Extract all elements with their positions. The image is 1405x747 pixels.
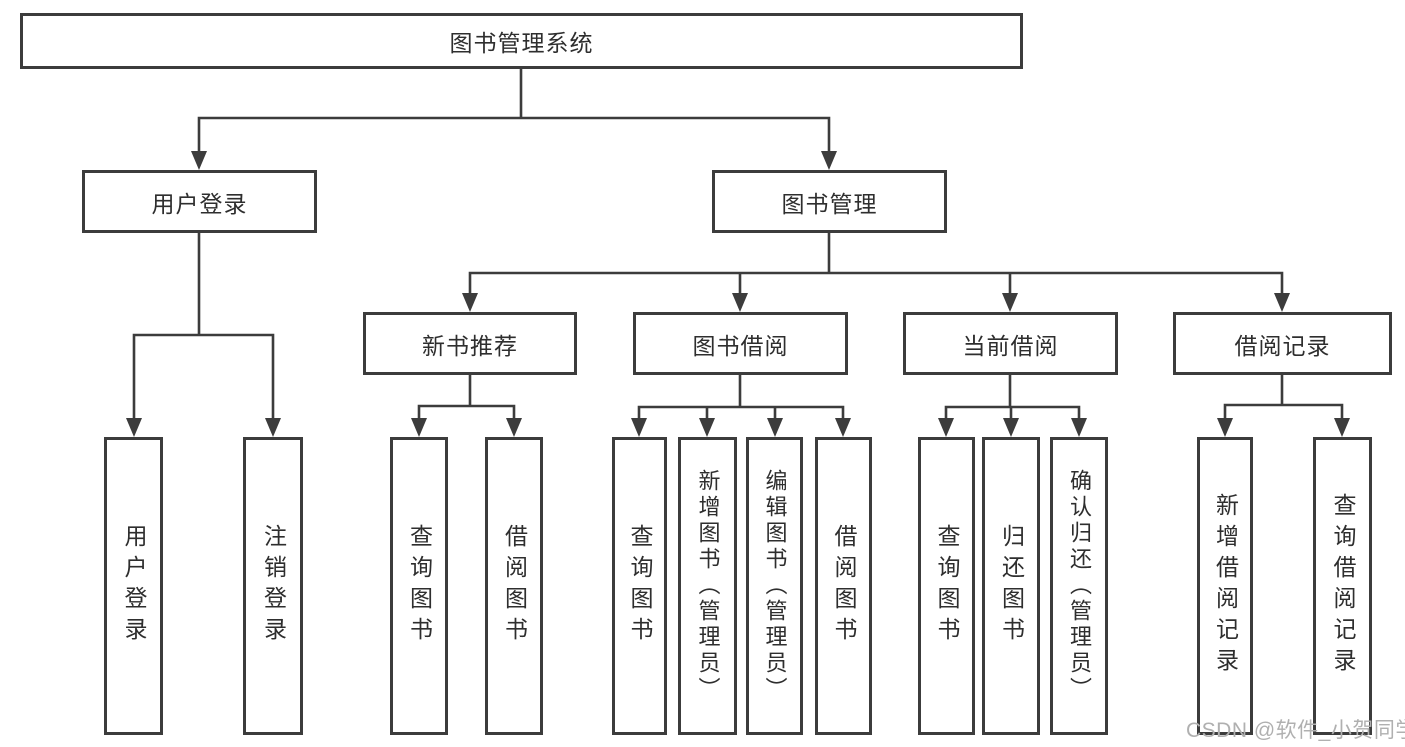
leaf-edit-book-admin-label: 编辑图书（管理员） (762, 469, 788, 703)
arrowhead-icon (1274, 293, 1290, 312)
arrowhead-icon (1003, 418, 1019, 437)
arrowhead-icon (835, 418, 851, 437)
leaf-borrow-books-2-label: 借阅图书 (831, 524, 857, 648)
leaf-add-book-admin: 新增图书（管理员） (678, 437, 737, 735)
node-library-system-label: 图书管理系统 (449, 30, 594, 56)
node-library-system: 图书管理系统 (20, 13, 1023, 69)
leaf-confirm-return-admin: 确认归还（管理员） (1050, 437, 1108, 735)
node-user-login-label: 用户登录 (151, 190, 248, 217)
arrowhead-icon (265, 418, 281, 437)
leaf-query-books-3-label: 查询图书 (934, 524, 960, 648)
leaf-logout-label: 注销登录 (260, 524, 287, 648)
leaf-query-books-3: 查询图书 (918, 437, 975, 735)
leaf-confirm-return-admin-label: 确认归还（管理员） (1067, 469, 1092, 703)
node-book-management: 图书管理 (712, 170, 947, 233)
leaf-logout: 注销登录 (243, 437, 303, 735)
csdn-watermark: CSDN @软件_小贺同学 (1186, 719, 1405, 742)
node-borrow-records-label: 借阅记录 (1234, 332, 1331, 359)
arrowhead-icon (1217, 418, 1233, 437)
leaf-borrow-books-1-label: 借阅图书 (501, 524, 528, 648)
leaf-user-login-label: 用户登录 (121, 524, 147, 648)
leaf-query-borrow-record: 查询借阅记录 (1313, 437, 1372, 735)
arrowhead-icon (1071, 418, 1087, 437)
arrowhead-icon (191, 151, 207, 170)
arrowhead-icon (506, 418, 522, 437)
leaf-add-borrow-record-label: 新增借阅记录 (1212, 493, 1239, 679)
arrowhead-icon (767, 418, 783, 437)
node-current-borrow: 当前借阅 (903, 312, 1118, 375)
arrowhead-icon (732, 293, 748, 312)
arrowhead-icon (1002, 293, 1018, 312)
leaf-return-book-label: 归还图书 (998, 524, 1025, 648)
tree-edges (132, 67, 1344, 425)
arrowhead-icon (1334, 418, 1350, 437)
node-borrow-records: 借阅记录 (1173, 312, 1392, 375)
node-book-management-label: 图书管理 (781, 190, 878, 217)
arrowhead-icon (411, 418, 427, 437)
arrowhead-icon (938, 418, 954, 437)
arrowhead-icon (631, 418, 647, 437)
arrowhead-icon (821, 151, 837, 170)
arrowhead-icon (462, 293, 478, 312)
node-book-borrow-label: 图书借阅 (692, 332, 789, 359)
node-book-borrow: 图书借阅 (633, 312, 848, 375)
node-new-book-recommend: 新书推荐 (363, 312, 577, 375)
leaf-add-book-admin-label: 新增图书（管理员） (695, 469, 721, 703)
arrowhead-icon (126, 418, 142, 437)
node-new-book-recommend-label: 新书推荐 (422, 332, 518, 359)
arrowhead-icon (699, 418, 715, 437)
leaf-add-borrow-record: 新增借阅记录 (1197, 437, 1253, 735)
leaf-query-books-1: 查询图书 (390, 437, 448, 735)
leaf-borrow-books-1: 借阅图书 (485, 437, 543, 735)
node-current-borrow-label: 当前借阅 (962, 332, 1059, 359)
leaf-query-borrow-record-label: 查询借阅记录 (1330, 493, 1356, 679)
leaf-return-book: 归还图书 (982, 437, 1040, 735)
leaf-query-books-1-label: 查询图书 (406, 524, 433, 648)
node-user-login: 用户登录 (82, 170, 317, 233)
leaf-query-books-2-label: 查询图书 (627, 524, 653, 648)
leaf-user-login: 用户登录 (104, 437, 163, 735)
leaf-edit-book-admin: 编辑图书（管理员） (746, 437, 803, 735)
leaf-borrow-books-2: 借阅图书 (815, 437, 872, 735)
leaf-query-books-2: 查询图书 (612, 437, 667, 735)
